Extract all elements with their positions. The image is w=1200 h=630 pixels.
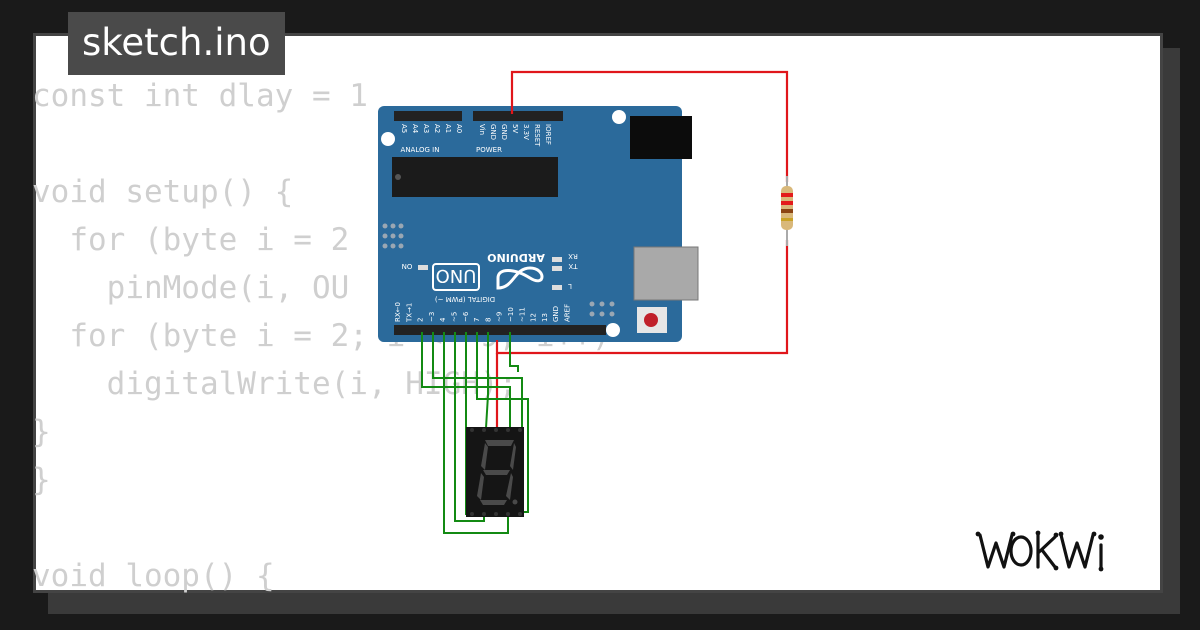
rx-led-label: RX <box>568 252 578 260</box>
pin-label: 8 <box>484 318 492 322</box>
pin-label: GND <box>489 124 497 140</box>
code-line: void loop() { <box>32 558 275 594</box>
pin-label: ~10 <box>507 307 515 322</box>
pin-label: 2 <box>417 318 425 322</box>
code-line: } <box>32 462 51 498</box>
power-header-label: POWER <box>476 146 502 154</box>
code-line: digitalWrite(i, HIGH); <box>32 366 518 402</box>
resistor[interactable] <box>781 176 793 246</box>
sketch-title: sketch.ino <box>68 12 285 75</box>
pin-label: 7 <box>473 318 481 322</box>
arduino-uno-board[interactable]: UNO ARDUINO ANALOG IN POWER DIGITAL (PWM… <box>378 106 699 342</box>
pin-label: A1 <box>444 124 452 133</box>
pin-label: 5V <box>511 124 519 133</box>
code-line: pinMode(i, OU <box>32 270 350 306</box>
pin-label: AREF <box>564 304 572 322</box>
code-preview: const int dlay = 1 void setup() { for (by… <box>32 72 611 600</box>
pin-label: ~9 <box>496 312 504 322</box>
code-line: void setup() { <box>32 174 294 210</box>
pin-label: RX←0 <box>394 302 402 322</box>
pin-label: ~6 <box>462 311 470 322</box>
pin-label: TX→1 <box>405 303 413 323</box>
pin-label: RESET <box>533 124 541 147</box>
pin-label: ~11 <box>518 307 526 322</box>
power-wire[interactable] <box>495 70 789 428</box>
pin-label: IOREF <box>544 124 552 145</box>
pin-label: A0 <box>455 124 463 133</box>
code-line: const int dlay = 1 <box>32 78 368 114</box>
pin-label: 12 <box>530 313 538 322</box>
pin-label: A5 <box>400 124 408 133</box>
pin-label: 3.3V <box>522 124 530 140</box>
pin-label: 4 <box>439 317 447 322</box>
pin-label: A2 <box>433 124 441 133</box>
on-led-label: ON <box>402 262 413 270</box>
digital-header-label: DIGITAL (PWM ~) <box>435 295 496 303</box>
board-brand-label: ARDUINO <box>487 251 545 264</box>
tx-led-label: TX <box>568 262 578 270</box>
pin-label: 13 <box>541 313 549 322</box>
code-line: for (byte i = 2 <box>32 222 350 258</box>
pin-label: ~3 <box>428 312 436 322</box>
wokwi-logo <box>975 530 1104 572</box>
pin-label: GND <box>552 306 560 322</box>
board-model-label: UNO <box>436 265 477 286</box>
pin-label: Vin <box>478 124 486 135</box>
l-led-label: L <box>568 282 572 290</box>
pin-label: A4 <box>411 124 419 134</box>
pin-label: A3 <box>422 124 430 133</box>
analog-header-label: ANALOG IN <box>401 146 440 154</box>
pin-label: GND <box>500 124 508 140</box>
code-line: } <box>32 414 51 450</box>
pin-label: ~5 <box>451 312 459 322</box>
seven-segment-display[interactable] <box>466 427 524 517</box>
